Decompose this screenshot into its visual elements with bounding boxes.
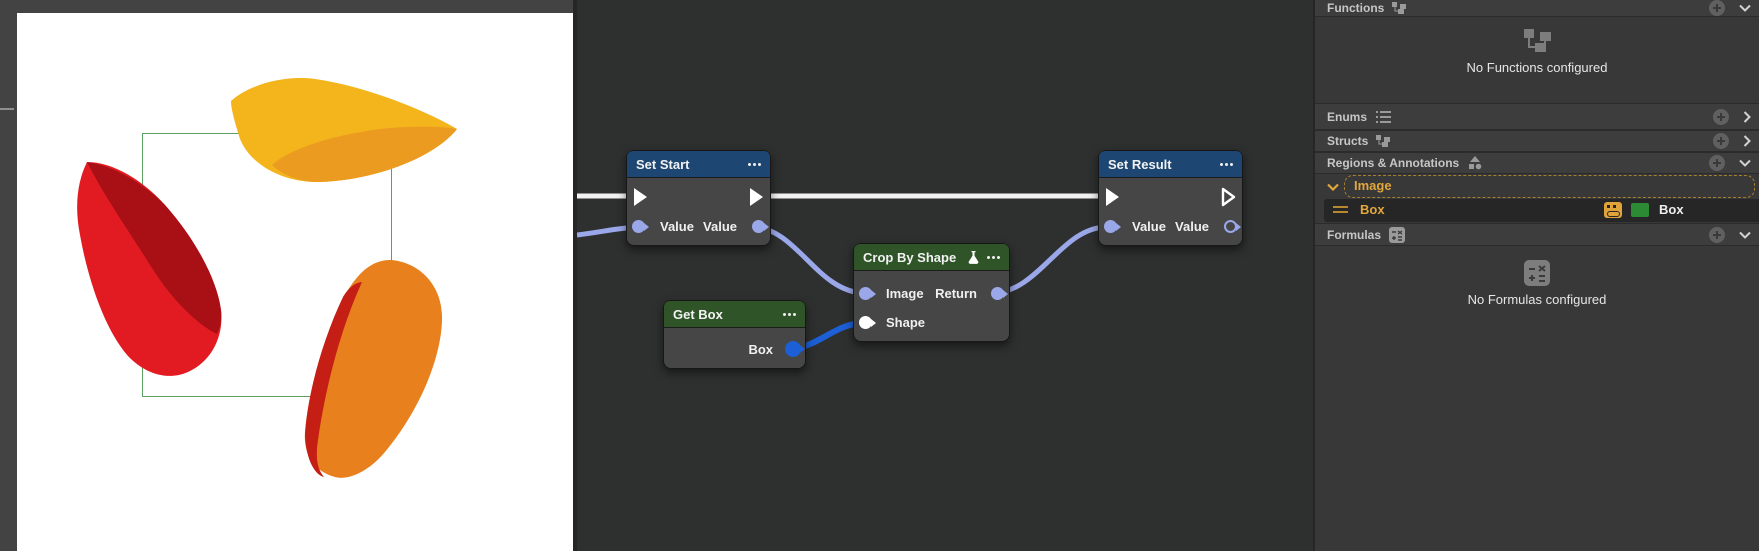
- functions-label: Functions: [1327, 1, 1385, 15]
- regions-label: Regions & Annotations: [1327, 156, 1460, 170]
- shape-in-pin[interactable]: [859, 316, 876, 329]
- node-title: Set Start: [636, 156, 690, 172]
- value-out-pin[interactable]: [752, 220, 769, 233]
- formulas-label: Formulas: [1327, 227, 1382, 242]
- enums-label: Enums: [1327, 109, 1368, 124]
- enums-icon: [1376, 110, 1392, 123]
- enums-section-header[interactable]: Enums: [1315, 103, 1759, 130]
- value-out-pin-unconnected[interactable]: [1224, 220, 1241, 233]
- image-region-group-row[interactable]: Image: [1315, 174, 1759, 199]
- enums-expand-chevron-icon[interactable]: [1743, 110, 1751, 123]
- return-out-label: Return: [935, 286, 977, 301]
- node-menu-icon[interactable]: [1220, 162, 1233, 166]
- node-title: Set Result: [1108, 156, 1172, 172]
- add-region-button[interactable]: [1709, 155, 1725, 171]
- node-get-box-header[interactable]: Get Box: [664, 301, 805, 328]
- add-formula-button[interactable]: [1709, 226, 1725, 243]
- box-region-row[interactable]: Box Box: [1324, 199, 1759, 222]
- shape-in-label: Shape: [886, 315, 926, 330]
- formulas-collapse-chevron-icon[interactable]: [1739, 231, 1751, 239]
- node-set-result[interactable]: Set Result Value Value: [1098, 150, 1243, 246]
- value-in-pin[interactable]: [632, 220, 649, 233]
- image-in-label: Image: [886, 286, 924, 301]
- structs-expand-chevron-icon[interactable]: [1743, 135, 1751, 147]
- structs-icon: [1376, 134, 1391, 147]
- add-enum-button[interactable]: [1713, 108, 1729, 125]
- exec-out-pin[interactable]: [750, 188, 763, 206]
- functions-section-header[interactable]: Functions: [1315, 0, 1759, 17]
- formulas-icon: [1389, 226, 1406, 243]
- experimental-flask-icon: [968, 251, 979, 264]
- image-region-badge-icon: [1604, 202, 1622, 218]
- node-menu-icon[interactable]: [748, 162, 761, 166]
- functions-icon: [1392, 1, 1407, 14]
- no-formulas-message: No Formulas configured: [1467, 292, 1607, 307]
- exec-in-pin[interactable]: [634, 188, 647, 206]
- box-region-value-label: Box: [1659, 202, 1684, 217]
- box-region-label: Box: [1360, 202, 1385, 217]
- value-out-label: Value: [703, 219, 737, 234]
- drag-handle-icon[interactable]: [1333, 206, 1348, 216]
- canvas-editor-divider[interactable]: [573, 0, 577, 551]
- node-crop-by-shape-header[interactable]: Crop By Shape: [854, 244, 1009, 271]
- add-function-button[interactable]: [1709, 0, 1725, 16]
- return-out-pin[interactable]: [991, 287, 1008, 300]
- add-struct-button[interactable]: [1713, 133, 1729, 149]
- no-functions-message: No Functions configured: [1466, 60, 1608, 75]
- no-functions-icon: [1524, 29, 1551, 52]
- exec-out-pin-unconnected[interactable]: [1220, 186, 1237, 208]
- value-in-label: Value: [1132, 219, 1166, 234]
- formulas-section-header[interactable]: Formulas: [1315, 223, 1759, 246]
- structs-section-header[interactable]: Structs: [1315, 130, 1759, 152]
- node-set-start-header[interactable]: Set Start: [627, 151, 770, 178]
- exec-in-pin[interactable]: [1106, 188, 1119, 206]
- image-group-label: Image: [1354, 178, 1392, 193]
- regions-section-header[interactable]: Regions & Annotations: [1315, 152, 1759, 174]
- node-graph-editor[interactable]: Set Start Value Value Set Result Value V…: [577, 0, 1313, 551]
- node-menu-icon[interactable]: [987, 255, 1000, 259]
- red-petal-shade: [87, 162, 222, 334]
- box-out-pin[interactable]: [785, 341, 805, 357]
- red-petal: [77, 162, 222, 376]
- configuration-panel: Functions No Functions configured Enum: [1313, 0, 1759, 551]
- node-get-box[interactable]: Get Box Box: [663, 300, 806, 369]
- functions-collapse-chevron-icon[interactable]: [1739, 4, 1751, 12]
- regions-annotations-icon: [1469, 156, 1482, 170]
- node-set-result-header[interactable]: Set Result: [1099, 151, 1242, 178]
- node-title: Crop By Shape: [863, 249, 957, 265]
- structs-label: Structs: [1327, 134, 1369, 148]
- regions-collapse-chevron-icon[interactable]: [1739, 159, 1751, 167]
- orange-petal-shade: [305, 282, 362, 477]
- no-formulas-icon: [1524, 260, 1550, 286]
- panel-resize-handle[interactable]: [0, 108, 14, 110]
- box-color-swatch[interactable]: [1631, 203, 1649, 217]
- node-set-start[interactable]: Set Start Value Value: [626, 150, 771, 246]
- value-out-label: Value: [1175, 219, 1209, 234]
- value-in-pin[interactable]: [1104, 220, 1121, 233]
- image-in-pin[interactable]: [859, 287, 876, 300]
- image-group-collapse-chevron-icon[interactable]: [1327, 183, 1339, 191]
- image-group-selection-outline: [1344, 175, 1755, 198]
- node-crop-by-shape[interactable]: Crop By Shape Image Return Shape: [853, 243, 1010, 342]
- node-menu-icon[interactable]: [783, 312, 796, 316]
- node-title: Get Box: [673, 306, 723, 322]
- image-canvas-frame: [0, 0, 577, 551]
- value-in-label: Value: [660, 219, 694, 234]
- box-out-label: Box: [748, 342, 773, 357]
- yellow-petal-shade: [272, 126, 457, 182]
